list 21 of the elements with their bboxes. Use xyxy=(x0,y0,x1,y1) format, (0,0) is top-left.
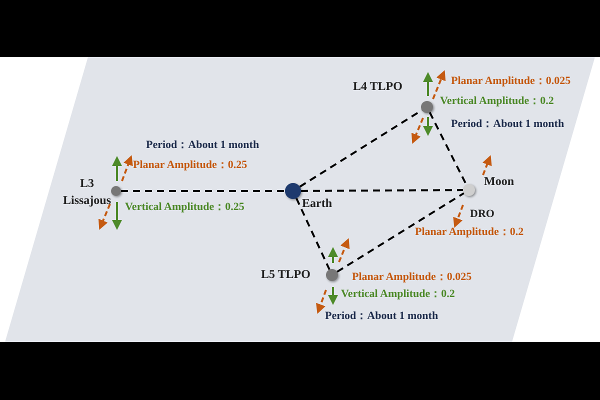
orbit-note: Period：About 1 month xyxy=(451,118,564,131)
point-label: L5 TLPO xyxy=(261,268,310,281)
dashed-line xyxy=(295,198,330,270)
point-label: Earth xyxy=(302,197,332,210)
point-label: Moon xyxy=(484,175,514,188)
orbit-note: Vertical Amplitude：0.2 xyxy=(341,288,455,301)
orbit-note: Planar Amplitude：0.025 xyxy=(451,75,571,88)
point-label: L3 Lissajous xyxy=(62,175,112,209)
orbit-note: Planar Amplitude：0.25 xyxy=(133,159,248,172)
orbit-note: Vertical Amplitude：0.25 xyxy=(125,201,244,214)
orbit-note: DRO xyxy=(470,208,494,221)
orbit-note: Planar Amplitude：0.2 xyxy=(415,226,524,239)
orbit-note: Vertical Amplitude：0.2 xyxy=(440,95,554,108)
orbit-note: Period：About 1 month xyxy=(146,139,260,152)
orbit-note: Planar Amplitude：0.025 xyxy=(352,271,472,284)
dashed-line xyxy=(301,189,463,192)
point-label: L4 TLPO xyxy=(353,80,402,93)
dashed-line xyxy=(121,190,285,192)
dashed-line xyxy=(336,192,464,273)
dashed-line xyxy=(428,112,468,186)
orbit-note: Period：About 1 month xyxy=(325,310,438,323)
